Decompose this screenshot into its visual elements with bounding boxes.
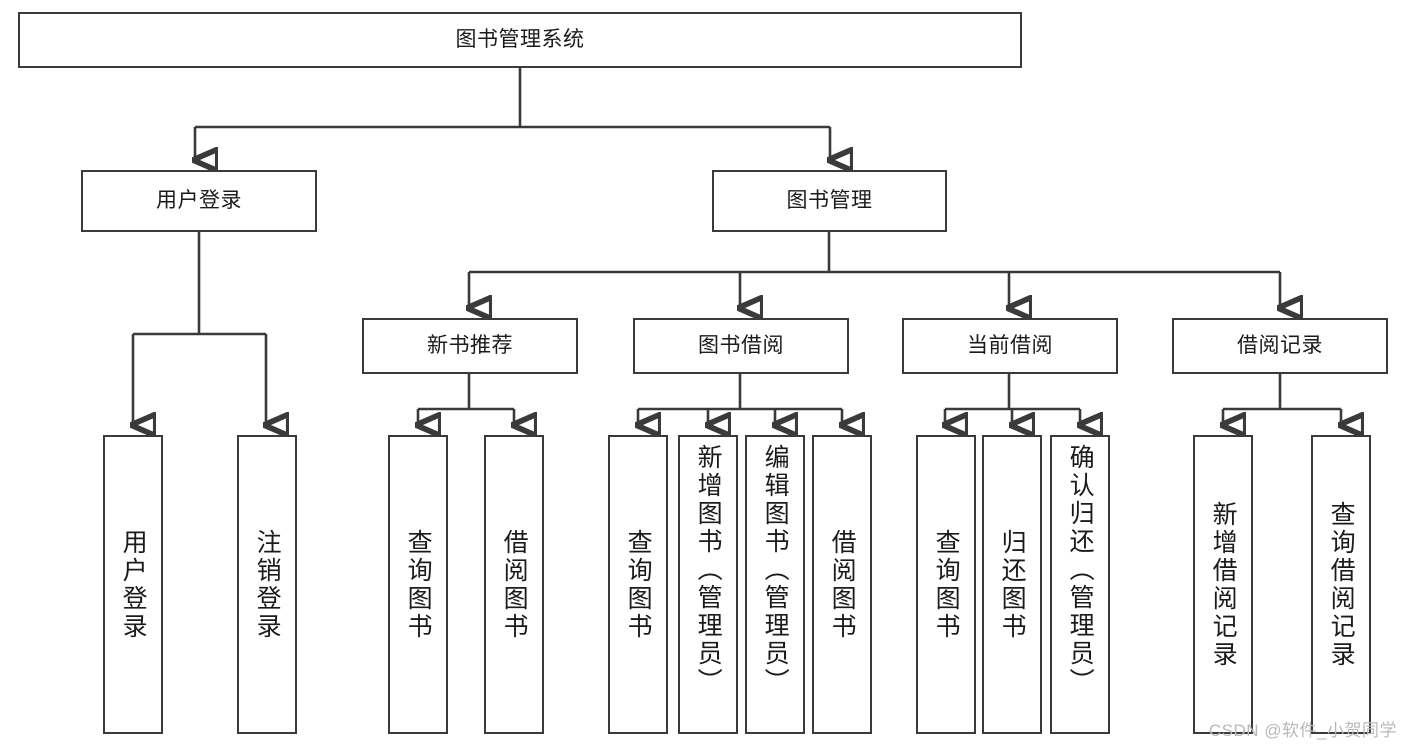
node-current-borrow[interactable]: 当前借阅: [902, 318, 1118, 374]
node-label: 当前借阅: [967, 333, 1053, 357]
node-user-login[interactable]: 用户登录: [81, 170, 317, 232]
leaf-record-add-record[interactable]: 新增借阅记录: [1193, 435, 1253, 734]
node-label: 用户登录: [119, 528, 148, 641]
leaf-record-query-record[interactable]: 查询借阅记录: [1311, 435, 1371, 734]
node-label: 用户登录: [156, 188, 242, 212]
node-label: 图书借阅: [698, 333, 784, 357]
node-label: 新增借阅记录: [1209, 500, 1238, 669]
leaf-borrow-edit-book-admin[interactable]: 编辑图书（管理员）: [745, 435, 805, 734]
node-label: 归还图书: [998, 528, 1027, 641]
node-label: 确认归还（管理员）: [1066, 444, 1095, 696]
node-label: 新书推荐: [427, 333, 513, 357]
leaf-borrow-add-book-admin[interactable]: 新增图书（管理员）: [678, 435, 738, 734]
node-label: 查询图书: [404, 528, 433, 641]
node-label: 编辑图书（管理员）: [761, 444, 790, 696]
leaf-user-login-logout[interactable]: 注销登录: [237, 435, 297, 734]
node-label: 查询图书: [624, 528, 653, 641]
leaf-borrow-query-book[interactable]: 查询图书: [608, 435, 668, 734]
node-label: 借阅图书: [828, 528, 857, 641]
leaf-recommend-query-book[interactable]: 查询图书: [388, 435, 448, 734]
node-book-management[interactable]: 图书管理: [712, 170, 947, 232]
node-new-book-recommend[interactable]: 新书推荐: [362, 318, 578, 374]
csdn-watermark: CSDN @软件_小贺同学: [1208, 721, 1397, 740]
leaf-current-confirm-return-admin[interactable]: 确认归还（管理员）: [1050, 435, 1110, 734]
node-label: 新增图书（管理员）: [694, 444, 723, 696]
node-label: 注销登录: [253, 528, 282, 641]
node-label: 借阅图书: [500, 528, 529, 641]
leaf-current-query-book[interactable]: 查询图书: [916, 435, 976, 734]
node-borrow-record[interactable]: 借阅记录: [1172, 318, 1388, 374]
node-root-book-management-system[interactable]: 图书管理系统: [18, 12, 1022, 68]
node-label: 查询图书: [932, 528, 961, 641]
leaf-recommend-borrow-book[interactable]: 借阅图书: [484, 435, 544, 734]
leaf-user-login-login[interactable]: 用户登录: [103, 435, 163, 734]
node-label: 查询借阅记录: [1327, 500, 1356, 669]
node-book-borrow[interactable]: 图书借阅: [633, 318, 849, 374]
node-label: 借阅记录: [1237, 333, 1323, 357]
leaf-current-return-book[interactable]: 归还图书: [982, 435, 1042, 734]
node-label: 图书管理: [786, 188, 873, 212]
node-label: 图书管理系统: [455, 27, 585, 51]
leaf-borrow-borrow-book[interactable]: 借阅图书: [812, 435, 872, 734]
